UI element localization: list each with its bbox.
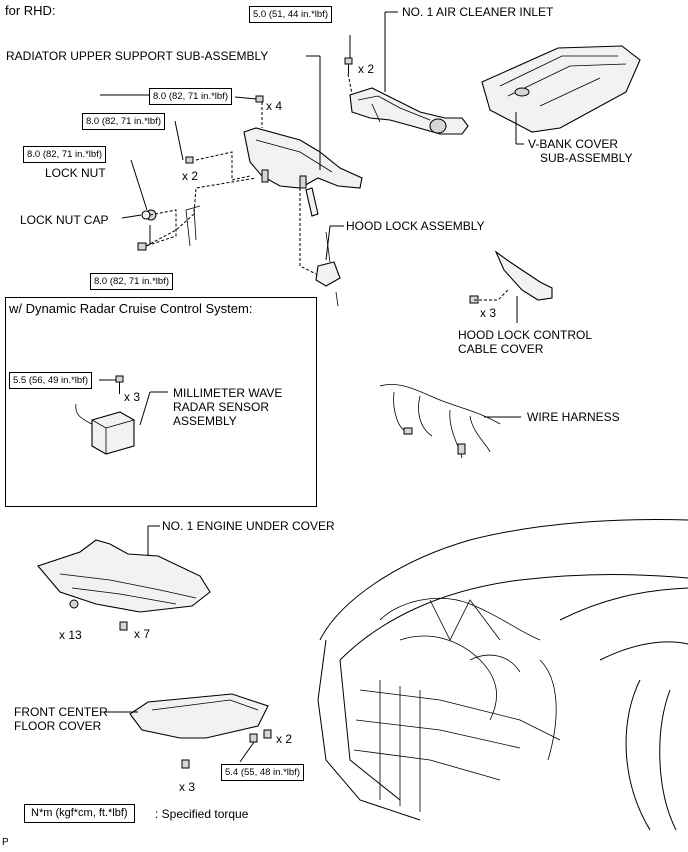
label-radiator-support: RADIATOR UPPER SUPPORT SUB-ASSEMBLY [6,49,269,63]
radar-inset-title: w/ Dynamic Radar Cruise Control System: [9,301,253,316]
front-center-floor-cover-part [129,693,272,769]
label-radar-line3: ASSEMBLY [173,414,237,428]
torque-spec-radar: 5.5 (56, 49 in.*lbf) [9,372,92,389]
label-radar-line1: MILLIMETER WAVE [173,386,283,400]
qty-floor-cover-clips: x 2 [276,732,293,746]
label-hood-lock: HOOD LOCK ASSEMBLY [346,219,485,233]
lock-nut-part [137,205,201,251]
hood-lock-cable-cover-part [469,250,553,304]
torque-spec-striker: 8.0 (82, 71 in.*lbf) [90,273,173,290]
torque-spec-support-top: 8.0 (82, 71 in.*lbf) [149,88,232,105]
qty-radar-bolts: x 3 [124,390,141,404]
radar-inset-box: w/ Dynamic Radar Cruise Control System: … [5,297,317,507]
qty-under-cover-bolts: x 13 [59,628,82,642]
qty-under-cover-clips: x 7 [134,627,151,641]
qty-floor-cover-bolts: x 3 [179,780,196,794]
qty-air-cleaner-bolts: x 2 [358,62,375,76]
label-v-bank-cover-line2: SUB-ASSEMBLY [540,151,633,165]
label-wire-harness: WIRE HARNESS [527,410,620,424]
dashed-guide-lines [145,73,509,301]
torque-spec-floor-cover: 5.4 (55, 48 in.*lbf) [221,764,304,781]
qty-support-top-bolts: x 4 [266,99,283,113]
label-lock-nut-cap: LOCK NUT CAP [20,213,109,227]
label-air-cleaner-inlet: NO. 1 AIR CLEANER INLET [402,5,554,19]
v-bank-cover-part [481,45,641,133]
torque-spec-support-side: 8.0 (82, 71 in.*lbf) [82,113,165,130]
label-radar-line2: RADAR SENSOR [173,400,270,414]
figure-code: P [2,837,9,848]
torque-spec-lock-nut: 8.0 (82, 71 in.*lbf) [23,146,106,163]
qty-cable-cover-bolts: x 3 [480,306,497,320]
radiator-upper-support-part [185,95,363,217]
vehicle-sketch [317,519,688,831]
engine-under-cover-part [37,539,211,631]
air-cleaner-bolts [344,35,353,74]
label-cable-cover-line2: CABLE COVER [458,342,544,356]
leader-lines [99,11,524,763]
label-cable-cover-line1: HOOD LOCK CONTROL [458,328,593,342]
radar-sensor-part [75,375,135,455]
air-cleaner-inlet-part [349,87,469,135]
torque-spec-air-cleaner: 5.0 (51, 44 in.*lbf) [249,6,332,23]
page-title: for RHD: [5,3,56,18]
label-v-bank-cover-line1: V-BANK COVER [528,137,619,151]
qty-support-side-bolts: x 2 [182,169,199,183]
label-lock-nut: LOCK NUT [45,166,106,180]
label-engine-under-cover: NO. 1 ENGINE UNDER COVER [162,519,335,533]
legend-torque-unit: N*m (kgf*cm, ft.*lbf) [24,804,135,823]
wire-harness-part [379,384,501,459]
label-floor-cover-line1: FRONT CENTER [14,705,108,719]
legend-text: : Specified torque [155,807,249,821]
label-floor-cover-line2: FLOOR COVER [14,719,102,733]
